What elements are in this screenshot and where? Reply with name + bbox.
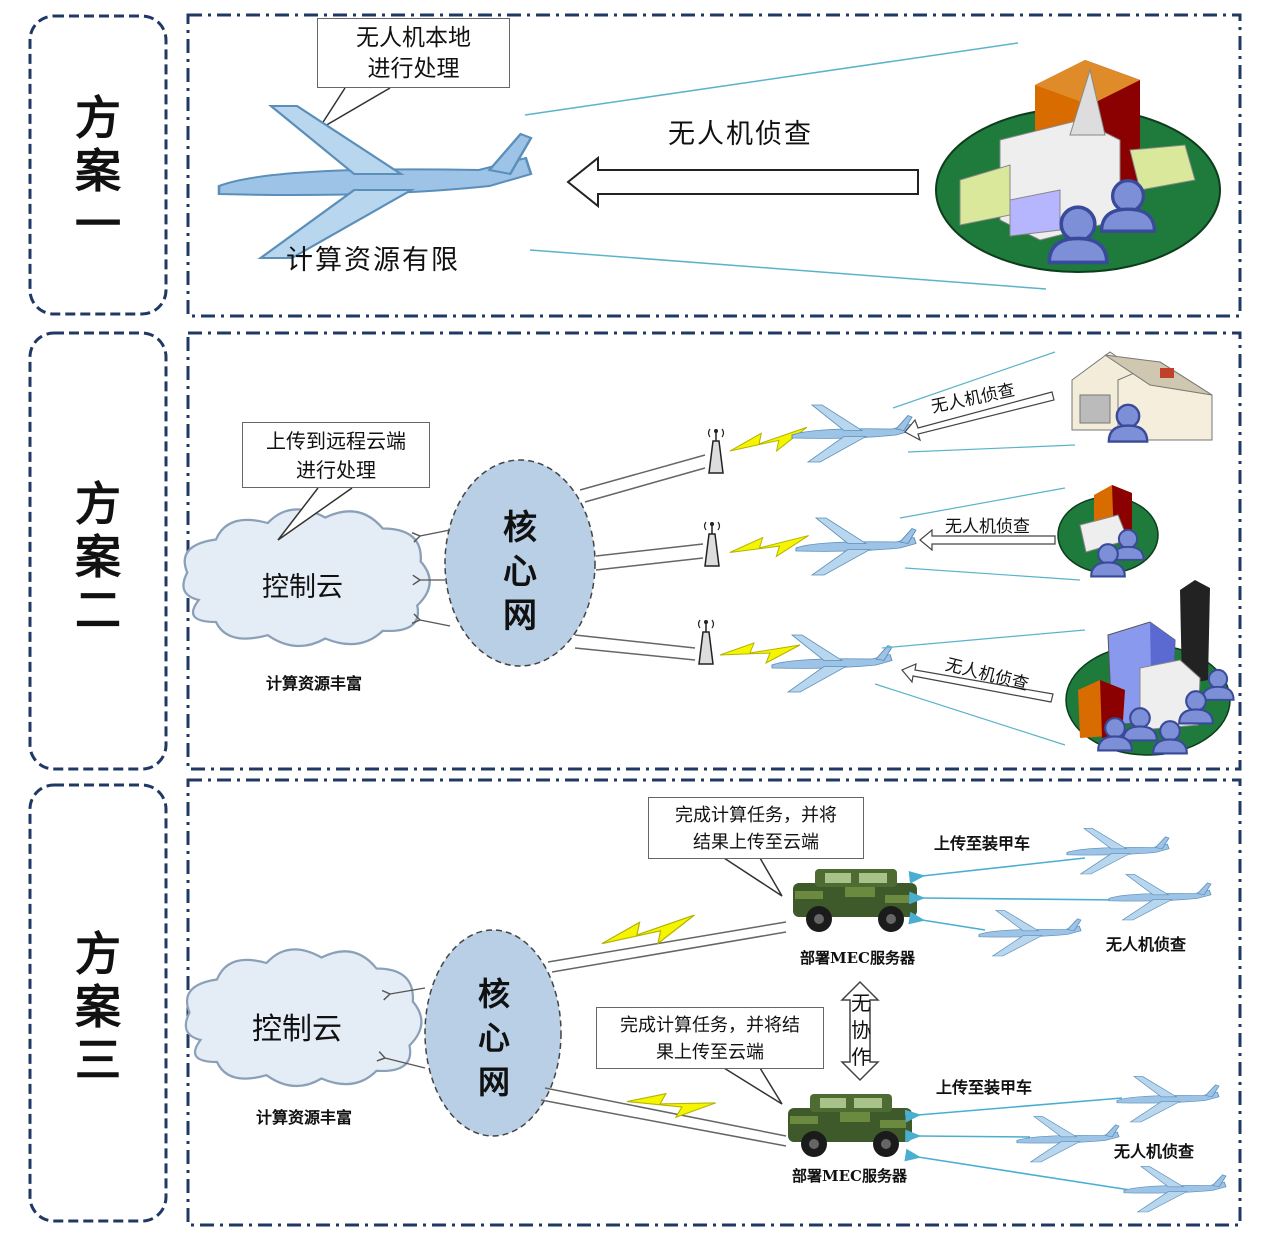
s1-limited-label: 计算资源有限 [286, 245, 460, 276]
s2-city-icon [1065, 580, 1235, 756]
s3-drone-1 [1066, 827, 1170, 875]
scheme3-panel [186, 778, 1242, 1227]
scheme3-title: 方案三 [75, 927, 121, 1087]
s2-town-icon [1057, 485, 1159, 578]
s2-tower-1 [707, 428, 725, 474]
s3-core-network [424, 929, 562, 1137]
s2-callout-tail [277, 487, 353, 541]
s2-house-icon [1071, 351, 1213, 443]
s2-callout: 上传到远程云端 进行处理 [242, 422, 430, 488]
s3-armored-vehicle-bottom [788, 1094, 912, 1157]
s1-town-icon [935, 60, 1221, 273]
s3-drone-3 [978, 909, 1082, 957]
s3-upload-top-label: 上传至装甲车 [934, 834, 1031, 853]
scheme3-label-box [28, 783, 168, 1223]
scheme1-label-box [28, 14, 168, 316]
s3-recon-top-label: 无人机侦查 [1106, 935, 1187, 954]
s3-drone-6 [1123, 1165, 1227, 1213]
s3-drone-5 [1016, 1115, 1120, 1163]
s3-recon-bottom-label: 无人机侦查 [1114, 1142, 1195, 1161]
s3-upload-bottom-label: 上传至装甲车 [936, 1078, 1033, 1097]
s2-tower-2 [703, 521, 721, 567]
scheme1-title: 方案一 [75, 91, 121, 251]
s1-drone-icon [217, 104, 533, 260]
s2-recon-label-2: 无人机侦查 [945, 517, 1030, 537]
s3-callout-bottom: 完成计算任务，并将结 果上传至云端 [596, 1007, 824, 1069]
s2-drone-2 [795, 517, 917, 576]
scheme2-label-box [28, 331, 168, 771]
s1-callout-tail [317, 87, 391, 131]
s3-callout-top: 完成计算任务，并将 结果上传至云端 [648, 797, 864, 859]
s3-rich-label: 计算资源丰富 [256, 1108, 353, 1127]
s2-core-network [444, 459, 596, 667]
s3-drone-4 [1116, 1075, 1220, 1123]
s2-drone-1 [791, 404, 913, 463]
s2-rich-label: 计算资源丰富 [266, 674, 363, 693]
s3-no-coop-label: 无协作 [851, 991, 871, 1069]
s3-callout-bottom-tail [723, 1067, 783, 1105]
s1-ray-top [524, 42, 1019, 116]
s3-armored-vehicle-top [793, 869, 917, 932]
s2-core-label: 核心网 [503, 508, 537, 636]
s2-drone-3 [771, 634, 893, 693]
s1-recon-arrow [566, 155, 919, 209]
s3-mec-bottom-label: 部署MEC服务器 [792, 1167, 907, 1185]
scheme2-title: 方案二 [75, 477, 121, 637]
s1-callout: 无人机本地 进行处理 [317, 18, 510, 88]
s2-cloud-label: 控制云 [262, 572, 343, 603]
scheme1-panel [186, 13, 1242, 318]
s3-core-label: 核心网 [477, 975, 510, 1101]
s3-no-coop-arrow [840, 980, 880, 1082]
s3-mec-top-label: 部署MEC服务器 [800, 949, 915, 967]
s1-recon-label: 无人机侦查 [668, 119, 813, 150]
s2-tower-3 [697, 619, 715, 665]
s1-ray-bottom [529, 249, 1047, 290]
s3-callout-top-tail [723, 857, 783, 897]
s3-drone-2 [1108, 873, 1212, 921]
s3-cloud-label: 控制云 [252, 1012, 342, 1047]
